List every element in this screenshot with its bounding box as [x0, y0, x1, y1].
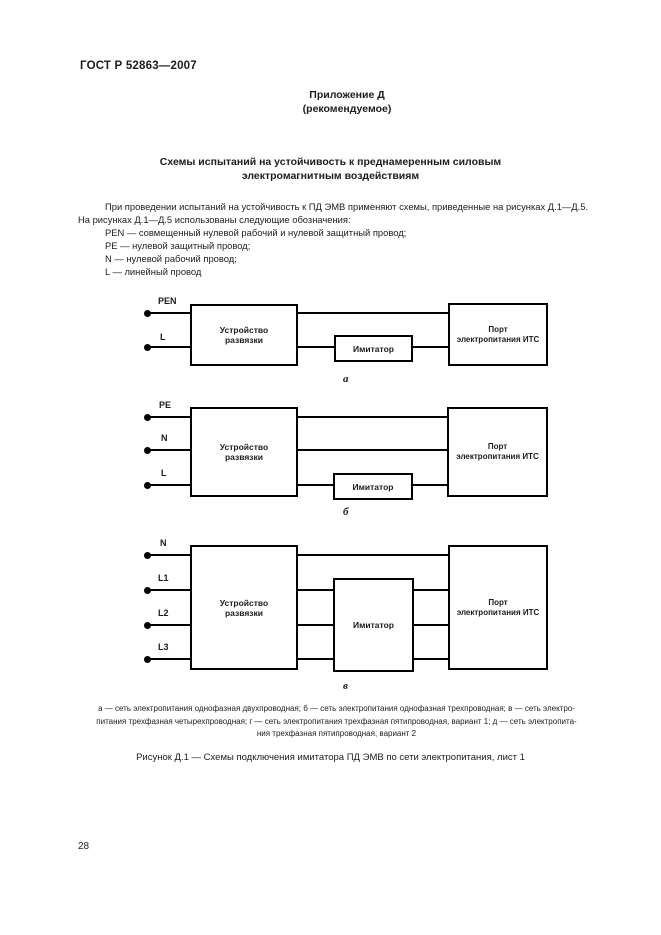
port-label-line2: электропитания ИТС: [456, 607, 540, 617]
diagram-v-sublabel: в: [343, 680, 348, 692]
annex-heading: Приложение Д (рекомендуемое): [33, 88, 661, 116]
wire: [147, 589, 190, 591]
annex-subtitle: (рекомендуемое): [302, 103, 392, 115]
decoupler-box: Устройство развязки: [190, 407, 298, 497]
wire: [298, 449, 447, 451]
terminal-label: L: [160, 332, 166, 342]
imitator-label: Имитатор: [352, 481, 394, 492]
wire: [298, 554, 448, 556]
wire: [147, 624, 190, 626]
decoupler-box: Устройство развязки: [190, 545, 298, 670]
figure-note-line2: питания трехфазная четырехпроводная; г —…: [96, 716, 577, 726]
port-box: Порт электропитания ИТС: [448, 303, 548, 366]
section-title-line2: электромагнитным воздействиям: [241, 170, 420, 182]
wire: [147, 346, 190, 348]
section-title-line1: Схемы испытаний на устойчивость к предна…: [159, 156, 502, 168]
figure-note-line3: ния трехфазная пятипроводная, вариант 2: [256, 729, 417, 738]
intro-paragraph: При проведении испытаний на устойчивость…: [78, 200, 588, 226]
decoupler-label-line1: Устройство: [219, 325, 269, 335]
legend-item-pe: PE — нулевой защитный провод;: [105, 240, 251, 251]
imitator-box: Имитатор: [334, 335, 413, 362]
wire: [298, 484, 333, 486]
standard-number: ГОСТ Р 52863—2007: [80, 60, 197, 72]
legend-item-n: N — нулевой рабочий провод;: [105, 253, 237, 264]
wire: [298, 624, 333, 626]
wire: [147, 312, 190, 314]
decoupler-label-line2: развязки: [224, 607, 264, 618]
imitator-label: Имитатор: [353, 620, 394, 630]
figure-note: а — сеть электропитания однофазная двухп…: [78, 703, 595, 741]
decoupler-label-line2: развязки: [224, 335, 264, 345]
wire: [147, 554, 190, 556]
diagram-a-sublabel: а: [343, 373, 349, 385]
wire: [413, 346, 448, 348]
terminal-label: L: [161, 468, 167, 478]
terminal-label: L2: [158, 608, 169, 618]
page-number: 28: [78, 841, 90, 852]
section-title: Схемы испытаний на устойчивость к предна…: [0, 155, 661, 183]
port-label-line1: Порт: [487, 442, 508, 451]
legend-item-l: L — линейный провод: [105, 266, 202, 277]
wire: [298, 312, 448, 314]
imitator-box: Имитатор: [333, 578, 414, 672]
wire: [298, 416, 447, 418]
decoupler-label-line1: Устройство: [219, 597, 269, 608]
terminal-label: N: [160, 538, 167, 548]
wire: [414, 658, 448, 660]
port-label-line2: электропитания ИТС: [456, 452, 539, 461]
wire: [298, 589, 333, 591]
intro-line2: На рисунках Д.1—Д.5 использованы следующ…: [78, 214, 351, 225]
wire: [413, 484, 447, 486]
imitator-box: Имитатор: [333, 473, 413, 500]
port-label-line1: Порт: [488, 324, 508, 334]
terminal-label: PEN: [158, 296, 177, 306]
terminal-label: N: [161, 433, 168, 443]
decoupler-box: Устройство развязки: [190, 304, 298, 366]
diagram-b-sublabel: б: [343, 506, 349, 518]
legend-list: PEN — совмещенный нулевой рабочий и нуле…: [105, 226, 406, 278]
wire: [147, 449, 190, 451]
wire: [298, 658, 333, 660]
port-label-line2: электропитания ИТС: [456, 334, 540, 344]
terminal-label: L3: [158, 642, 169, 652]
legend-item-pen: PEN — совмещенный нулевой рабочий и нуле…: [105, 227, 407, 238]
port-box: Порт электропитания ИТС: [447, 407, 548, 497]
decoupler-label-line2: развязки: [224, 452, 264, 462]
wire: [414, 589, 448, 591]
intro-line1: При проведении испытаний на устойчивость…: [105, 201, 589, 212]
annex-title: Приложение Д: [309, 89, 385, 101]
wire: [147, 658, 190, 660]
wire: [147, 484, 190, 486]
figure-caption: Рисунок Д.1 — Схемы подключения имитатор…: [136, 752, 525, 763]
wire: [298, 346, 334, 348]
wire: [147, 416, 190, 418]
wire: [414, 624, 448, 626]
terminal-label: L1: [158, 573, 169, 583]
port-box: Порт электропитания ИТС: [448, 545, 548, 670]
port-label-line1: Порт: [488, 597, 508, 607]
terminal-label: PE: [159, 400, 172, 410]
figure-note-line1: а — сеть электропитания однофазная двухп…: [98, 704, 575, 713]
imitator-label: Имитатор: [353, 343, 394, 354]
decoupler-label-line1: Устройство: [219, 442, 269, 452]
